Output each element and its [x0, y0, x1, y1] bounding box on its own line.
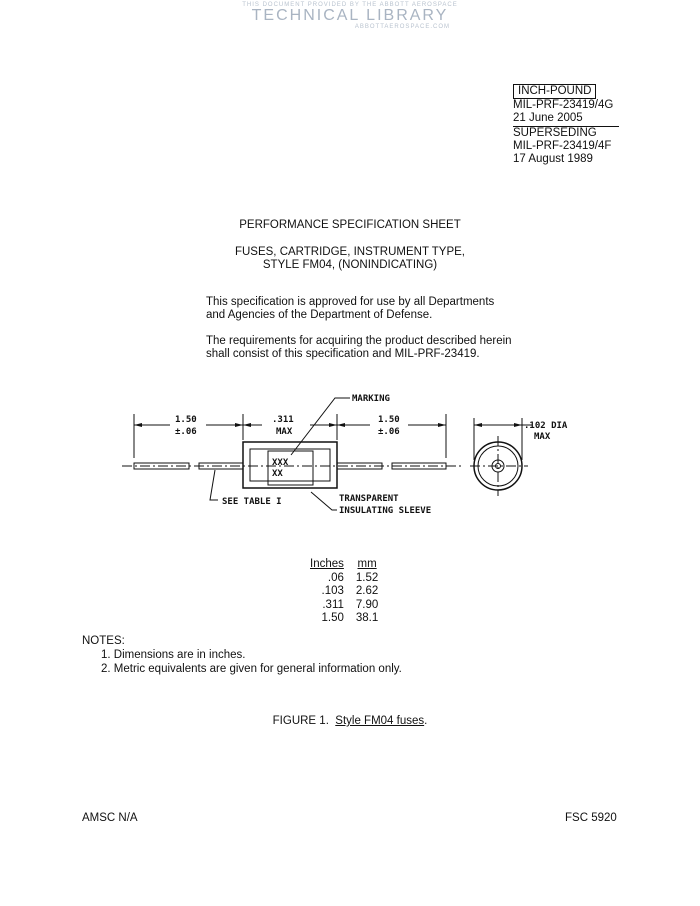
note-2: 2. Metric equivalents are given for gene… [101, 663, 402, 675]
marking-xxx: XXX [272, 458, 289, 468]
approval-text-1: This specification is approved for use b… [206, 296, 495, 308]
cell: 1.50 [321, 612, 344, 624]
diameter-label: .102 DIA [524, 421, 568, 431]
table-row: .311 7.90 [304, 599, 384, 613]
figure-period: . [424, 715, 428, 727]
cell: .103 [321, 585, 344, 597]
figure-caption: FIGURE 1. Style FM04 fuses. [0, 715, 700, 727]
diameter-max: MAX [534, 432, 551, 442]
table-row: 1.50 38.1 [304, 612, 384, 626]
table-row: .103 2.62 [304, 585, 384, 599]
doc-id: MIL-PRF-23419/4G [513, 99, 614, 111]
cell: .311 [322, 598, 344, 611]
sleeve-label-1: TRANSPARENT [339, 494, 399, 504]
divider [513, 126, 619, 127]
table-row: .06 1.52 [304, 572, 384, 586]
doc-date: 21 June 2005 [513, 112, 583, 124]
inch-pound-box: INCH-POUND [513, 84, 597, 99]
lead-length-right: 1.50 [378, 415, 400, 425]
notes-heading: NOTES: [82, 635, 125, 647]
superseding-label: SUPERSEDING [513, 127, 597, 139]
lead-tolerance-right: ±.06 [378, 427, 400, 437]
figure-title: Style FM04 fuses [335, 715, 425, 727]
col-mm: mm [357, 558, 377, 570]
amsc-code: AMSC N/A [82, 812, 138, 824]
watermark-logo: THIS DOCUMENT PROVIDED BY THE ABBOTT AER… [240, 2, 460, 30]
body-length: .311 [272, 415, 294, 425]
cell: 7.90 [355, 598, 379, 611]
requirements-text-2: shall consist of this specification and … [206, 348, 480, 360]
conversion-table: Inches mm .06 1.52 .103 2.62 .311 7.90 1.50 3… [304, 558, 384, 626]
cell: 1.52 [355, 571, 379, 584]
figure-label: FIGURE 1. [272, 715, 329, 727]
marking-label: MARKING [352, 394, 390, 404]
subtitle-line-1: FUSES, CARTRIDGE, INSTRUMENT TYPE, [234, 246, 466, 258]
sleeve-label-2: INSULATING SLEEVE [339, 506, 431, 516]
body-length-max: MAX [276, 427, 293, 437]
page-title: PERFORMANCE SPECIFICATION SHEET [239, 219, 461, 231]
lead-length-left: 1.50 [175, 415, 197, 425]
col-inches: Inches [310, 558, 344, 570]
cell: 38.1 [355, 612, 379, 624]
watermark-line: THIS DOCUMENT PROVIDED BY THE ABBOTT AER… [242, 2, 458, 8]
lead-tolerance-left: ±.06 [175, 427, 197, 437]
see-table-label: SEE TABLE I [222, 497, 282, 507]
old-doc-date: 17 August 1989 [513, 153, 593, 165]
watermark-title: TECHNICAL LIBRARY [251, 7, 449, 24]
watermark-url: ABBOTTAEROSPACE.COM [354, 24, 450, 30]
old-doc-id: MIL-PRF-23419/4F [513, 140, 612, 152]
cell: 2.62 [355, 585, 379, 597]
marking-xx: XX [272, 469, 283, 479]
note-1: 1. Dimensions are in inches. [101, 649, 246, 661]
subtitle-line-2: STYLE FM04, (NONINDICATING) [262, 259, 438, 271]
cell: .06 [327, 571, 344, 584]
fsc-code: FSC 5920 [565, 812, 617, 824]
requirements-text-1: The requirements for acquiring the produ… [206, 335, 512, 347]
approval-text-2: and Agencies of the Department of Defens… [206, 309, 433, 321]
